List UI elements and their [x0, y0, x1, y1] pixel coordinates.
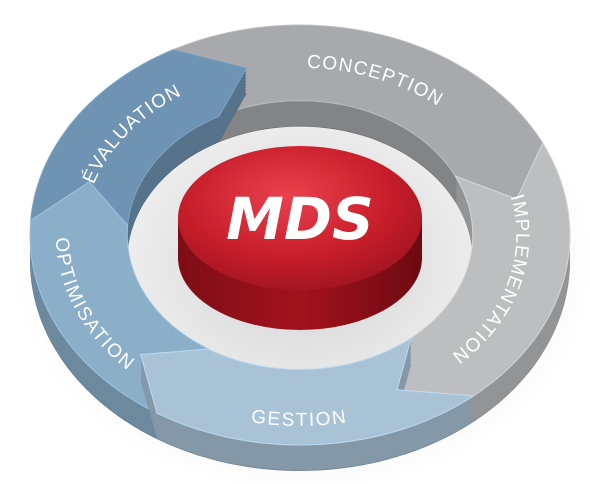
- segment-conception: CONCEPTION: [171, 24, 544, 226]
- center-disc-top: [178, 146, 422, 290]
- segment-gestion: GESTION: [140, 336, 476, 471]
- segment-gestion-face: [140, 336, 476, 446]
- segment-gestion-label: GESTION: [250, 406, 348, 431]
- segment-evaluation-face: [30, 49, 248, 227]
- center-label: MDS: [226, 185, 374, 253]
- segment-gestion-label-path: GESTION: [250, 406, 347, 431]
- cycle-ring: CONCEPTIONÉVALUATIONIMPLEMENTATIONOPTIMI…: [29, 24, 571, 471]
- center-disc: MDS: [178, 146, 422, 330]
- segment-optimisation: OPTIMISATION: [29, 181, 211, 440]
- segment-optimisation-face: [29, 181, 211, 415]
- segment-implementation: IMPLEMENTATION: [396, 141, 571, 422]
